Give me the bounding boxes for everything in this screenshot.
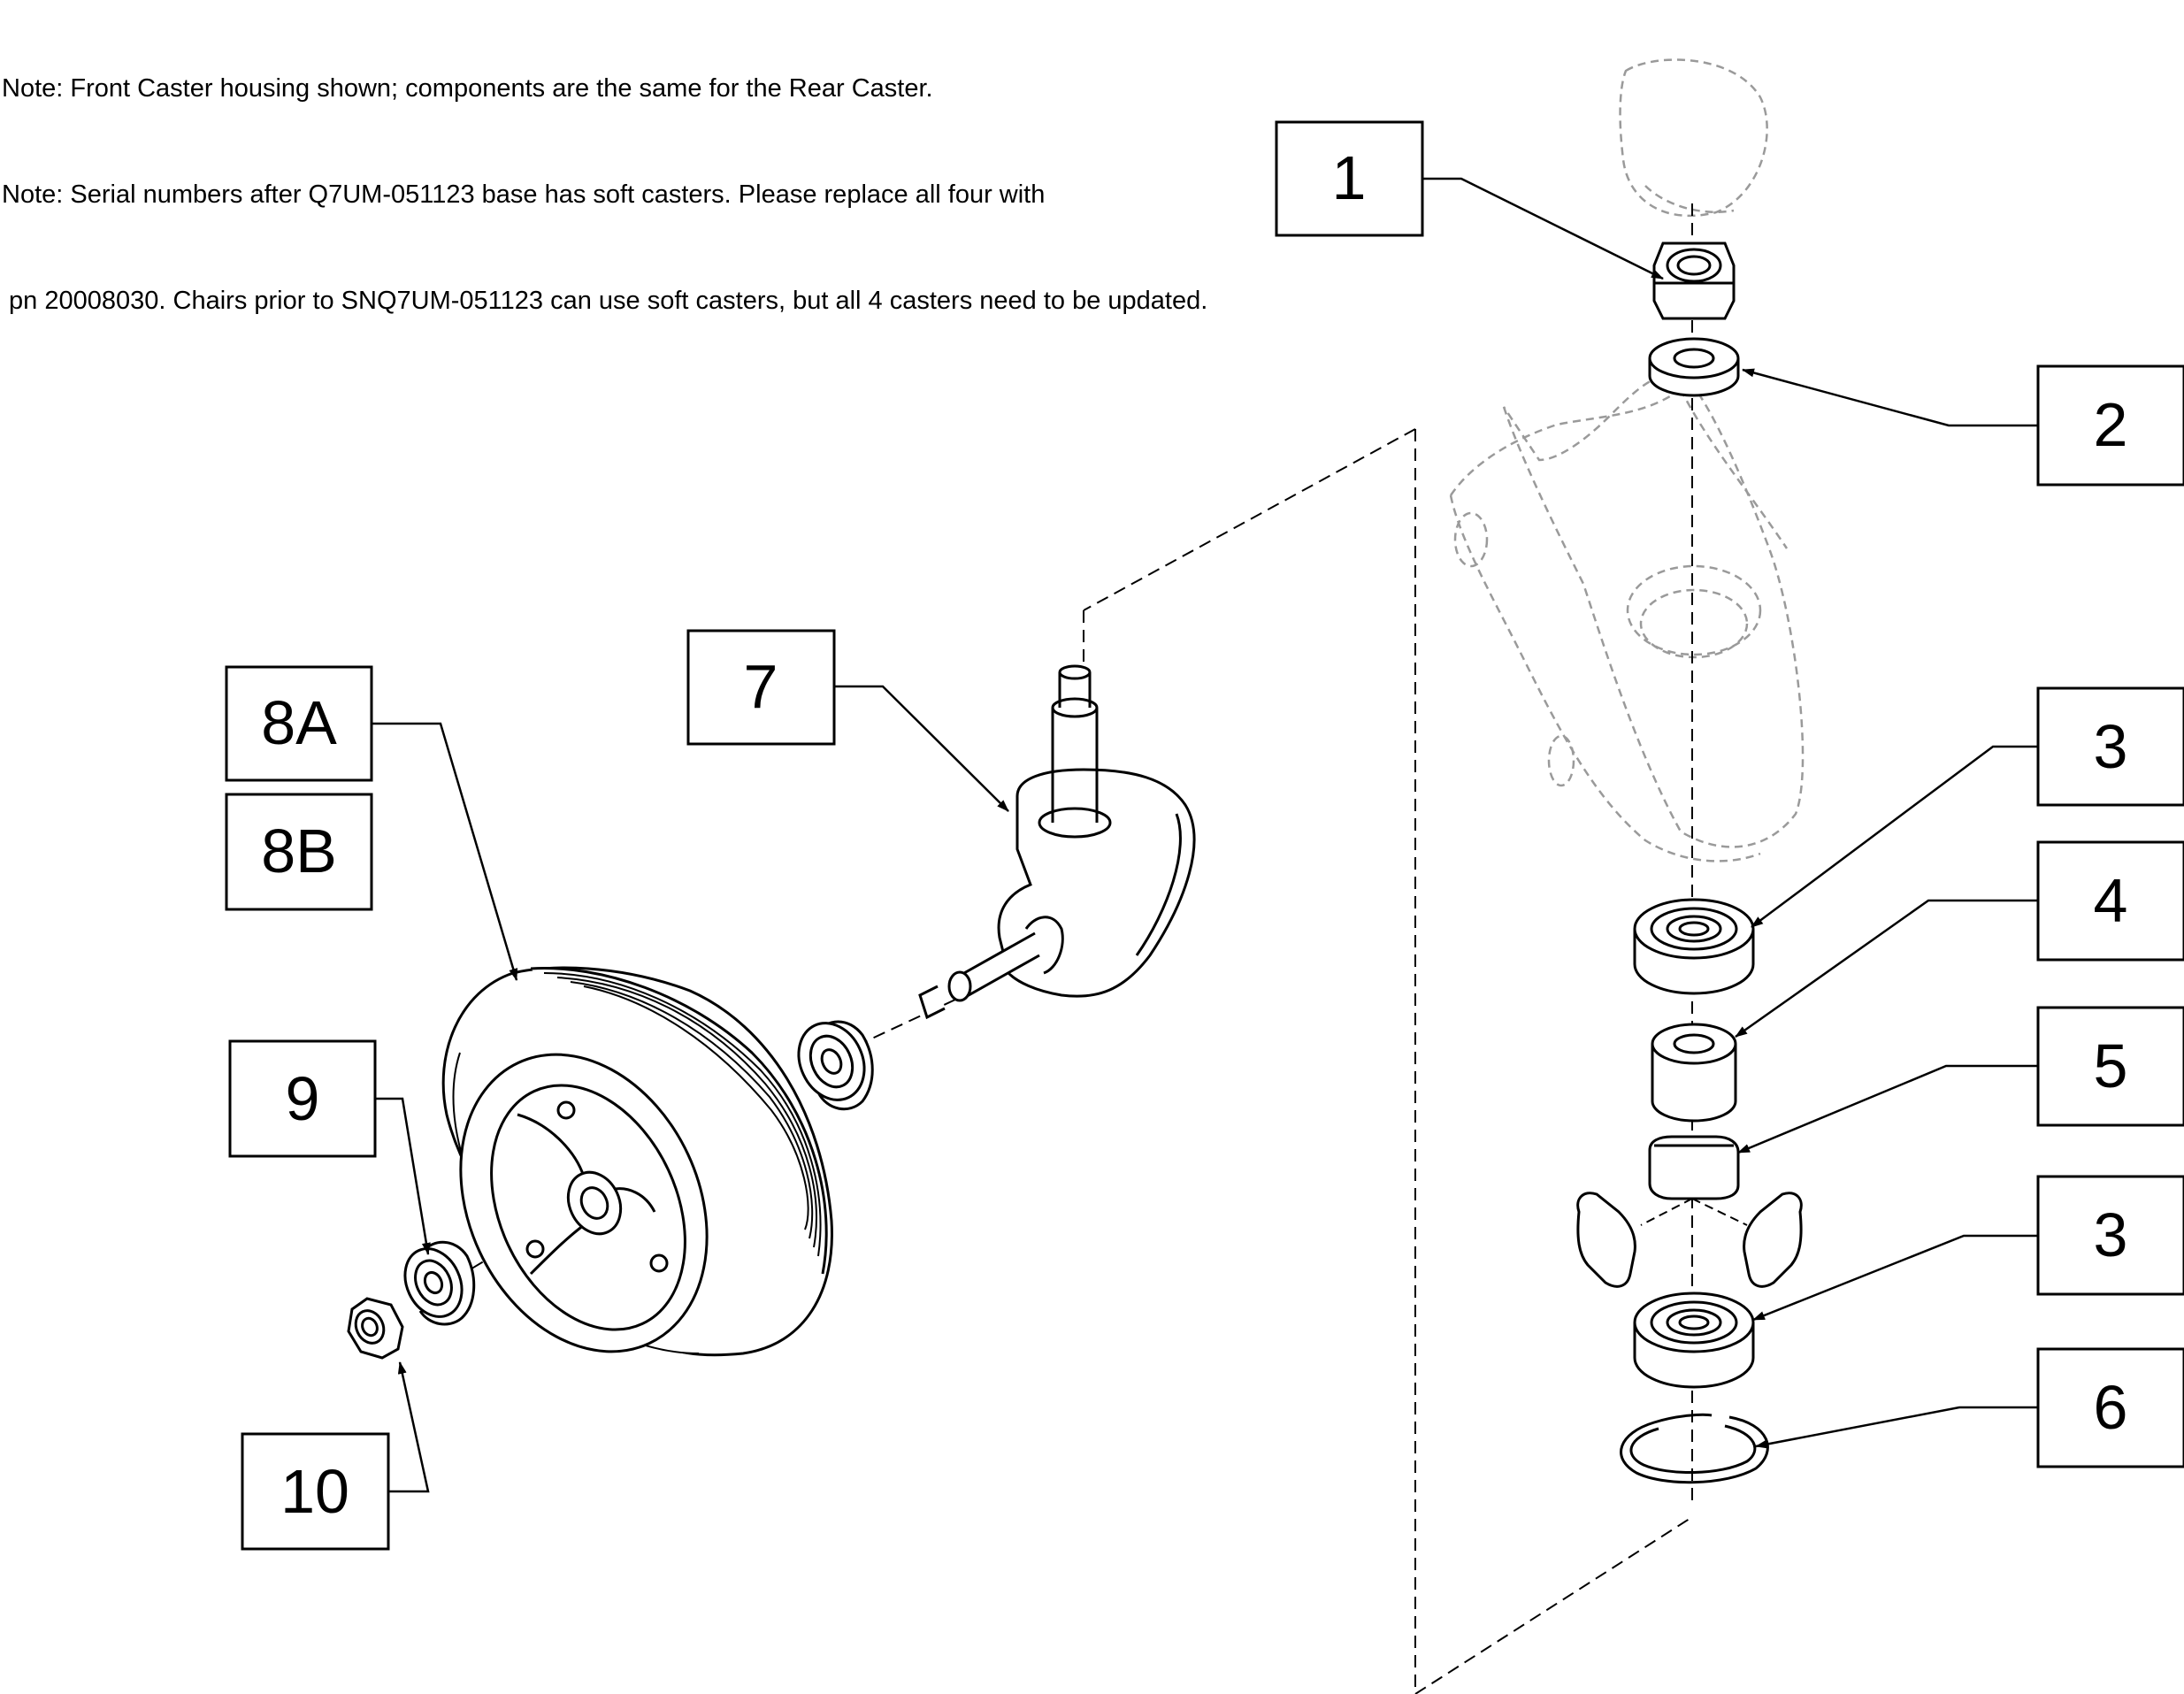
part-5-bumper-pads [1576, 1135, 1803, 1288]
callout-8a: 8A [261, 688, 337, 757]
callout-10: 10 [280, 1457, 349, 1526]
callout-6: 6 [2094, 1373, 2128, 1442]
callout-4: 4 [2094, 866, 2128, 935]
callout-3-upper: 3 [2094, 712, 2128, 781]
part-6-snap-ring [1620, 1413, 1769, 1484]
notes-block: Note: Front Caster housing shown; compon… [2, 0, 1207, 354]
callout-7: 7 [744, 652, 778, 721]
part-1-locknut [1652, 241, 1736, 320]
callout-boxes [225, 120, 2184, 1551]
callout-9: 9 [286, 1064, 320, 1133]
part-7-caster-fork [918, 664, 1196, 1020]
note-line-1: Note: Front Caster housing shown; compon… [2, 74, 933, 103]
axle-bearing-inner [797, 1020, 874, 1111]
part-3-bearing-lower [1633, 1292, 1755, 1389]
callout-8b: 8B [261, 816, 337, 885]
part-2-washer [1648, 337, 1740, 397]
leader-lines [372, 177, 2038, 1493]
callout-5: 5 [2094, 1031, 2128, 1100]
note-line-3: pn 20008030. Chairs prior to SNQ7UM-0511… [2, 287, 1208, 315]
callout-1: 1 [1332, 143, 1367, 212]
callout-3-lower: 3 [2094, 1200, 2128, 1269]
part-4-spacer [1651, 1023, 1737, 1123]
part-8-wheel-tire [441, 966, 833, 1357]
part-9-bearing [403, 1240, 476, 1326]
part-10-axle-nut [347, 1297, 404, 1360]
caster-housing-phantom [1449, 58, 1805, 862]
part-3-bearing-upper [1633, 898, 1755, 995]
callout-2: 2 [2094, 390, 2128, 459]
note-line-2: Note: Serial numbers after Q7UM-051123 b… [2, 180, 1046, 209]
